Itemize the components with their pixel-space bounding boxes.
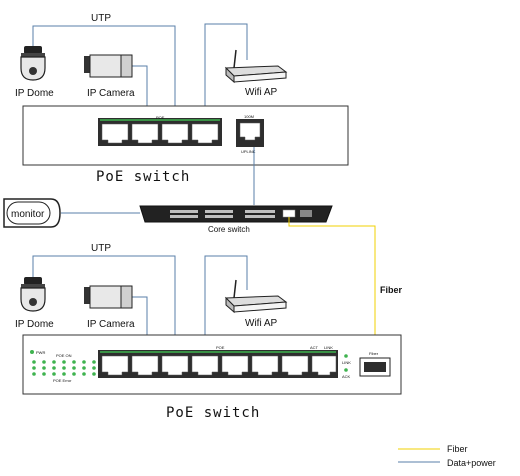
bottom-poe-port-4 [191, 355, 219, 376]
poe-on-label: POE ON [56, 353, 72, 358]
top-utp-lines [32, 23, 248, 120]
fiber-line [288, 217, 376, 352]
bottom-ip-camera-icon [84, 285, 133, 309]
middle-section: monitor Core switch Fiber [3, 147, 403, 352]
bottom-wifi-ap-icon [224, 279, 288, 314]
top-dome-line [32, 25, 176, 120]
bottom-poe-port-7 [281, 355, 309, 376]
top-ip-dome-icon [20, 46, 46, 81]
bottom-ip-dome-icon [20, 277, 46, 312]
core-switch-ports [170, 210, 275, 218]
top-camera-line [131, 65, 148, 120]
top-ip-camera-icon [84, 54, 133, 78]
legend-fiber-label: Fiber [447, 444, 468, 454]
top-poe-port-3 [161, 123, 189, 144]
bottom-poe-port-2 [131, 355, 159, 376]
bottom-poe-label: POE [216, 345, 225, 350]
pwr-label: PWR [36, 350, 45, 355]
top-ip-dome-label: IP Dome [15, 88, 54, 99]
fiber-link-label: LINK [342, 360, 351, 365]
top-poe-port-group: POE [98, 115, 222, 146]
bottom-ap-line [204, 255, 248, 353]
bottom-section: UTP IP Dome IP Camera Wifi AP [15, 243, 402, 421]
top-uplink-port: 100M UPLINK [236, 114, 264, 154]
bottom-ip-dome-label: IP Dome [15, 319, 54, 330]
bottom-dome-line [32, 255, 176, 353]
fiber-act-label: ACK [342, 374, 351, 379]
legend-data-power-label: Data+power [447, 458, 496, 468]
bottom-act-label: ACT [310, 345, 319, 350]
top-poe-label: POE [156, 115, 165, 120]
bottom-poe-port-1 [101, 355, 129, 376]
bottom-poe-port-3 [161, 355, 189, 376]
fiber-status-leds: LINK ACK [342, 354, 351, 379]
bottom-poe-port-6 [251, 355, 279, 376]
core-switch [139, 205, 333, 223]
core-switch-label: Core switch [208, 225, 250, 234]
top-wifi-ap-label: Wifi AP [245, 87, 278, 98]
top-poe-port-1 [101, 123, 129, 144]
top-ip-camera-label: IP Camera [87, 88, 135, 99]
top-utp-label: UTP [91, 13, 111, 24]
top-ap-line [204, 23, 248, 120]
poe-on-leds [32, 360, 96, 370]
bottom-utp-label: UTP [91, 243, 111, 254]
bottom-poe-port-8 [311, 355, 337, 376]
bottom-utp-lines [32, 255, 248, 353]
bottom-poe-ports [101, 355, 337, 376]
legend: Fiber Data+power [398, 444, 496, 468]
bottom-poe-port-group: POE ACT LINK [98, 345, 338, 378]
top-poe-port-4 [191, 123, 219, 144]
top-poe-port-2 [131, 123, 159, 144]
bottom-wifi-ap-label: Wifi AP [245, 318, 278, 329]
top-uplink-speed: 100M [244, 114, 254, 119]
monitor-icon: monitor [3, 198, 61, 228]
poe-error-leds [32, 372, 96, 376]
bottom-ip-camera-label: IP Camera [87, 319, 135, 330]
bottom-poe-port-5 [221, 355, 249, 376]
bottom-poe-switch-title: PoE switch [166, 405, 260, 421]
monitor-label: monitor [11, 209, 45, 220]
core-fiber-port [282, 209, 296, 218]
poe-error-label: POE Error [53, 378, 72, 383]
top-wifi-ap-icon [224, 49, 288, 84]
top-poe-ports [101, 123, 219, 144]
bottom-fiber-port: Fiber [359, 351, 391, 377]
top-section: UTP IP Dome IP Camera Wifi AP [15, 13, 349, 185]
fiber-label: Fiber [380, 285, 403, 295]
bottom-status-leds: PWR POE ON POE Error [30, 350, 96, 383]
top-uplink-label: UPLINK [241, 149, 256, 154]
bottom-camera-line [131, 296, 148, 353]
top-poe-switch-title: PoE switch [96, 169, 190, 185]
pwr-led [30, 350, 34, 354]
bottom-fiber-port-label: Fiber [369, 351, 379, 356]
bottom-link-label: LINK [324, 345, 333, 350]
